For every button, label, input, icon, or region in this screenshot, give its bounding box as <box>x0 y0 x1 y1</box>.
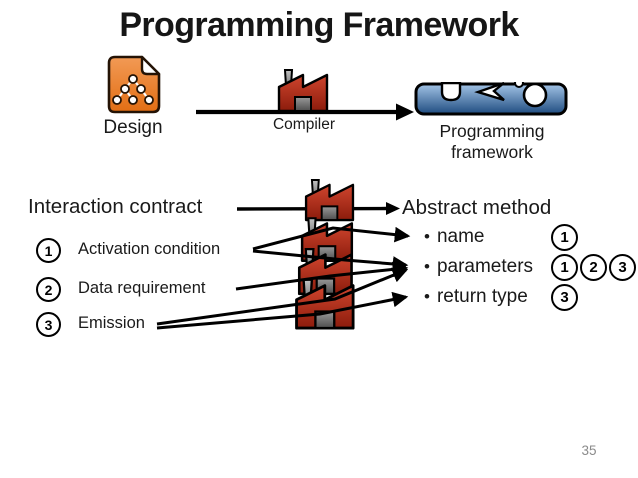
design-document-icon <box>107 55 161 114</box>
ref-badge: 3 <box>609 254 636 281</box>
framework-label: Programming framework <box>418 121 566 163</box>
ref-badge: 3 <box>551 284 578 311</box>
slide-title: Programming Framework <box>119 6 519 44</box>
framework-label-line1: Programming <box>439 121 545 141</box>
folded-corner <box>140 55 161 76</box>
puzzle-notch <box>440 82 462 102</box>
abstract-bullet-parameters: • parameters <box>424 256 533 278</box>
abstract-method-heading: Abstract method <box>402 196 552 219</box>
ref-badges-name: 1 <box>551 224 578 251</box>
compiler-label: Compiler <box>272 116 335 133</box>
contract-item-label: Emission <box>78 314 145 332</box>
page-number: 35 <box>581 443 597 458</box>
abstract-bullet-return-type: • return type <box>424 286 528 308</box>
bullet-icon: • <box>424 287 430 306</box>
ref-badges-return-type: 3 <box>551 284 578 311</box>
contract-item-label: Activation condition <box>78 240 221 258</box>
interaction-contract-heading: Interaction contract <box>28 195 203 218</box>
programming-framework-puzzle-icon <box>414 82 568 116</box>
ref-badge: 2 <box>580 254 607 281</box>
factory-stack-icon <box>295 179 355 330</box>
pipeline-arrowhead <box>396 103 414 121</box>
design-label: Design <box>103 117 163 138</box>
puzzle-small-notch <box>514 82 524 88</box>
puzzle-hole <box>522 82 548 108</box>
bullet-icon: • <box>424 257 430 276</box>
ref-badge: 1 <box>551 224 578 251</box>
contract-item-number-badge: 2 <box>36 277 61 302</box>
ref-badges-parameters: 1 2 3 <box>551 254 636 281</box>
bullet-label: return type <box>436 286 528 307</box>
bullet-label: parameters <box>436 256 534 277</box>
compiler-factory-icon <box>277 69 329 113</box>
contract-to-method-arrowhead <box>386 202 400 215</box>
contract-item-number-badge: 1 <box>36 238 61 263</box>
contract-item-number-badge: 3 <box>36 312 61 337</box>
puzzle-chevron-notch <box>474 82 505 102</box>
contract-item-label: Data requirement <box>78 279 206 297</box>
ref-badge: 1 <box>551 254 578 281</box>
abstract-bullet-name: • name <box>424 226 484 248</box>
bullet-icon: • <box>424 227 430 246</box>
framework-label-line2: framework <box>451 142 533 162</box>
bullet-label: name <box>436 226 485 247</box>
